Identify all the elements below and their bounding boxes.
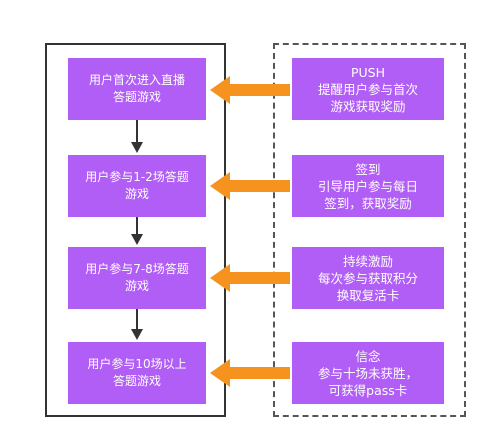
flow-step-2-line-2: 游戏 [124,187,149,201]
flow-step-3: 用户参与7-8场答题 游戏 [68,247,206,309]
flow-step-2-line-1: 用户参与1-2场答题 [85,170,189,184]
flow-step-2: 用户参与1-2场答题 游戏 [68,155,206,217]
incentive-push-line-3: 游戏获取奖励 [330,98,406,114]
incentive-continuous-title: 持续激励 [342,253,393,269]
flow-step-4-line-1: 用户参与10场以上 [87,357,187,371]
flow-step-1-line-2: 答题游戏 [112,90,161,104]
incentive-belief: 信念 参与十场未获胜， 可获得pass卡 [292,342,444,404]
incentive-continuous-line-2: 每次参与获取积分 [317,270,418,286]
flow-step-1-line-1: 用户首次进入直播 [88,73,185,87]
incentive-push: PUSH 提醒用户参与首次 游戏获取奖励 [292,58,444,120]
incentive-checkin-line-3: 签到，获取奖励 [324,195,412,211]
incentive-belief-title: 信念 [355,348,381,364]
user-journey-frame [45,43,226,417]
flow-step-1: 用户首次进入直播 答题游戏 [68,58,206,120]
flow-step-4-line-2: 答题游戏 [112,374,161,388]
flow-step-3-line-1: 用户参与7-8场答题 [85,262,189,276]
incentive-checkin: 签到 引导用户参与每日 签到，获取奖励 [292,155,444,217]
incentive-push-line-2: 提醒用户参与首次 [317,81,418,97]
incentive-checkin-title: 签到 [355,161,381,177]
incentive-continuous: 持续激励 每次参与获取积分 换取复活卡 [292,247,444,309]
incentive-continuous-line-3: 换取复活卡 [336,287,400,303]
incentive-belief-line-3: 可获得pass卡 [328,382,408,398]
flow-step-3-line-2: 游戏 [124,279,149,293]
flow-step-4: 用户参与10场以上 答题游戏 [68,342,206,404]
incentive-belief-line-2: 参与十场未获胜， [317,365,418,381]
incentive-checkin-line-2: 引导用户参与每日 [317,178,418,194]
incentive-frame [273,43,466,417]
incentive-push-title: PUSH [350,64,385,80]
